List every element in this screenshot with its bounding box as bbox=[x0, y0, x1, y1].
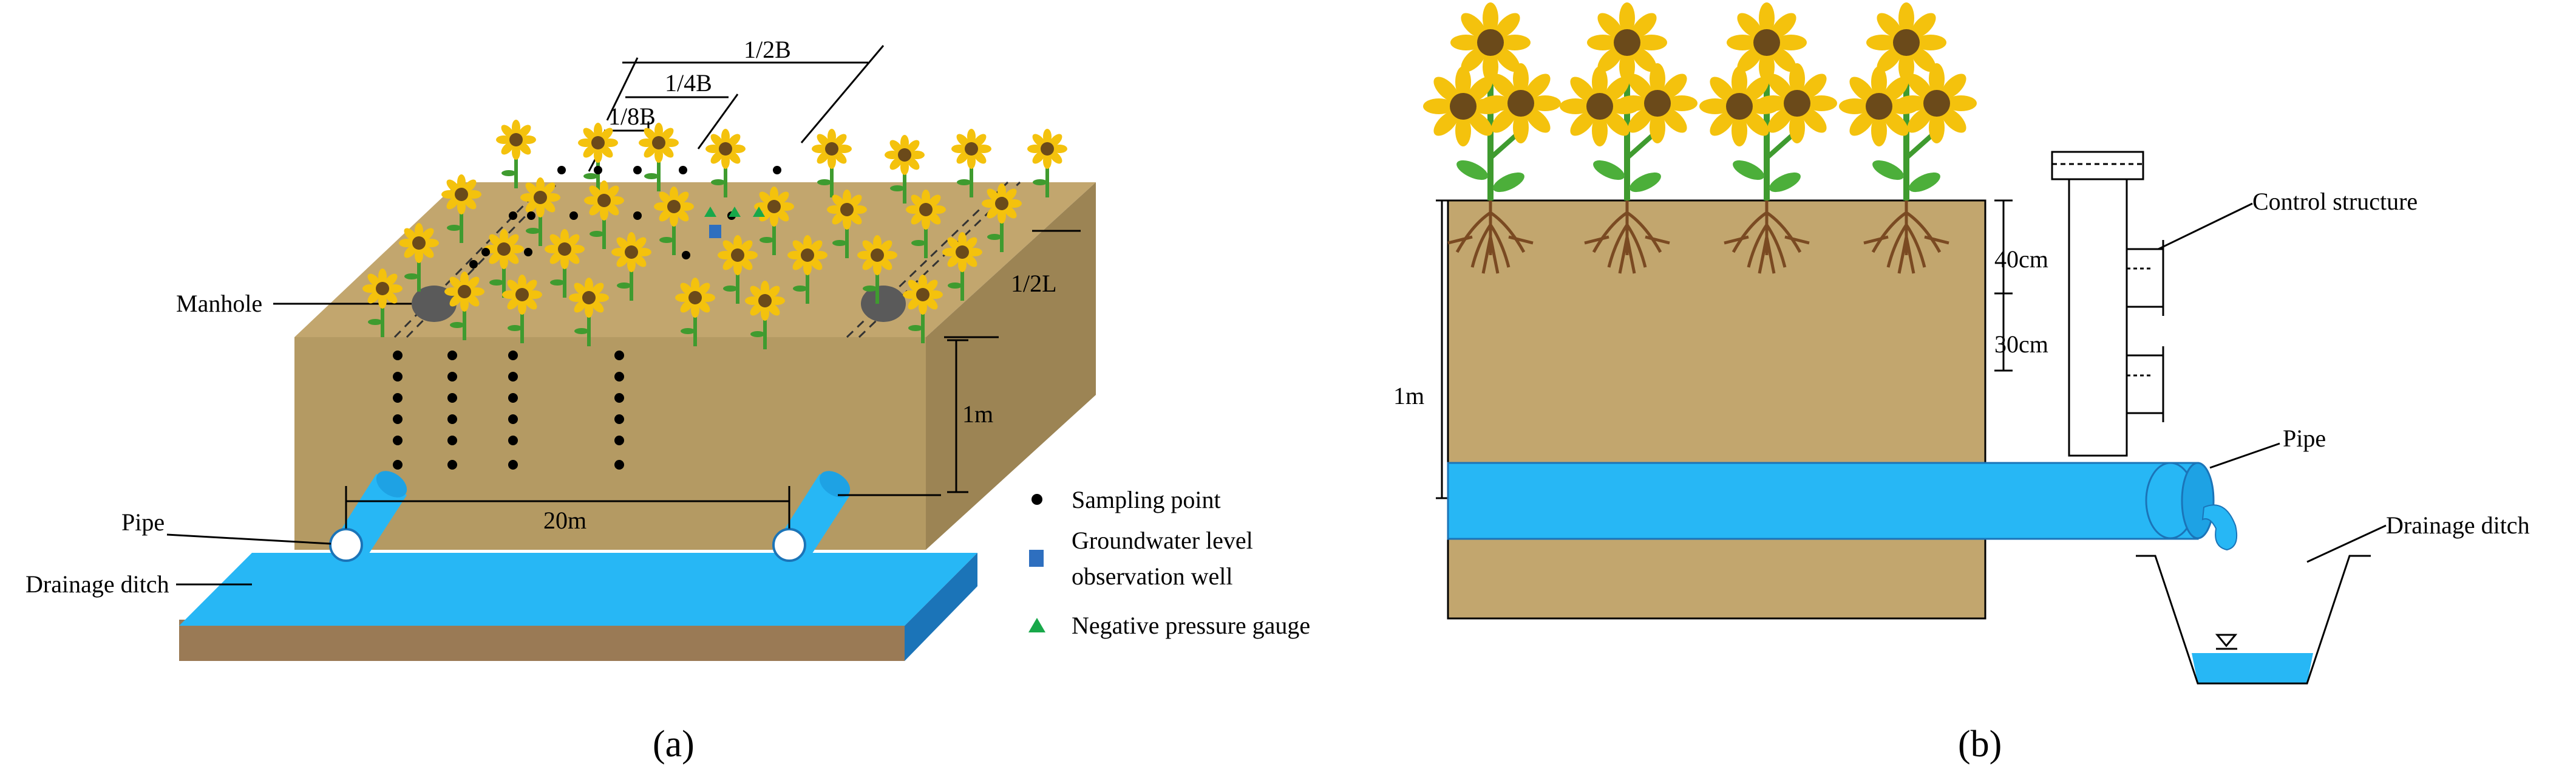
legend-gauge: Negative pressure gauge bbox=[1072, 612, 1310, 639]
legend-sampling-point-icon bbox=[1031, 494, 1042, 505]
sunflower-plant-icon bbox=[1560, 2, 1698, 200]
sunflower-plant-icon bbox=[1699, 2, 1837, 200]
label-quarter-b: 1/4B bbox=[665, 69, 712, 97]
label-control-structure: Control structure bbox=[2252, 188, 2418, 215]
legend: Sampling point Groundwater level observa… bbox=[1028, 486, 1310, 639]
depth-40-30-dimensions bbox=[1994, 199, 2013, 372]
drainage-pipe-right bbox=[772, 471, 851, 562]
label-pipe-b: Pipe bbox=[2283, 425, 2326, 452]
caption-a: (a) bbox=[653, 724, 695, 765]
label-spacing-20m: 20m bbox=[543, 507, 586, 534]
depth-1m-dimension bbox=[1436, 199, 1448, 499]
manhole-right bbox=[861, 286, 906, 322]
observation-well bbox=[709, 225, 721, 238]
sunflower-icon bbox=[639, 123, 679, 191]
pipe-leader-b bbox=[2209, 442, 2280, 469]
label-depth-30cm: 30cm bbox=[1994, 330, 2048, 358]
label-half-l: 1/2L bbox=[1011, 270, 1057, 297]
sunflower-icon bbox=[496, 120, 536, 188]
front-sampling-points bbox=[393, 351, 624, 470]
label-eighth-b: 1/8B bbox=[608, 103, 656, 130]
label-half-b: 1/2B bbox=[744, 36, 791, 63]
drainage-pipe-left bbox=[329, 471, 407, 562]
ditch-leader-b bbox=[2306, 524, 2387, 563]
control-structure-leader bbox=[2158, 202, 2253, 250]
label-depth-40cm: 40cm bbox=[1994, 245, 2048, 273]
depth-dimension bbox=[947, 339, 968, 493]
ditch-water-top bbox=[179, 553, 977, 626]
caption-b: (b) bbox=[1958, 724, 2002, 765]
legend-well-line1: Groundwater level bbox=[1072, 527, 1253, 554]
negative-pressure-gauges bbox=[704, 207, 765, 217]
sunflower-plant-icon bbox=[1423, 2, 1561, 200]
soil-block-side bbox=[926, 182, 1096, 550]
legend-well-icon bbox=[1029, 550, 1044, 567]
drain-pipe bbox=[1447, 462, 2238, 551]
ditch-water-side bbox=[905, 553, 977, 661]
pipe-spacing-dimension bbox=[345, 486, 790, 529]
panel-b: 1m 40cm 30cm Control structure bbox=[1393, 2, 2530, 765]
legend-gauge-icon bbox=[1028, 618, 1045, 632]
sunflower-plant-icon bbox=[1839, 2, 1977, 200]
legend-well-line2: observation well bbox=[1072, 563, 1233, 590]
panel-a: 1/2B 1/4B 1/8B 1/2L 1m Manhole bbox=[25, 36, 1310, 765]
label-drainage-ditch-b: Drainage ditch bbox=[2386, 512, 2530, 539]
soil-profile bbox=[1447, 199, 1986, 620]
sunflower-icon bbox=[578, 123, 618, 191]
pipe-leader bbox=[166, 533, 331, 545]
label-depth-1m: 1m bbox=[1393, 382, 1424, 409]
legend-sampling-point: Sampling point bbox=[1072, 486, 1221, 513]
drainage-ditch-b bbox=[2136, 555, 2371, 685]
manhole-left bbox=[412, 286, 457, 322]
label-drainage-ditch: Drainage ditch bbox=[25, 570, 169, 598]
control-structure bbox=[2051, 151, 2164, 457]
label-manhole: Manhole bbox=[176, 290, 262, 317]
ditch-slab-earth bbox=[179, 620, 905, 661]
soil-block-front bbox=[294, 337, 926, 550]
label-pipe: Pipe bbox=[121, 508, 165, 536]
surface-sampling-points bbox=[469, 166, 781, 269]
label-depth-1m: 1m bbox=[962, 400, 993, 428]
